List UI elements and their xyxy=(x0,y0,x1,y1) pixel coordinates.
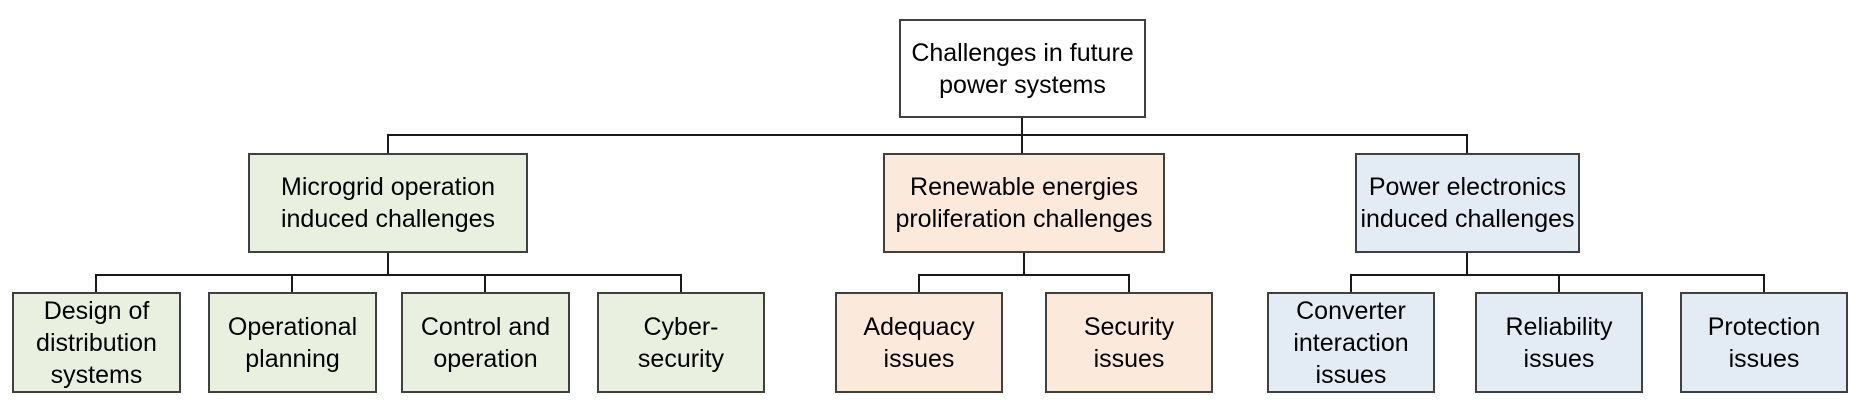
connector-drop-security xyxy=(1128,274,1130,293)
connector-drop-control xyxy=(484,274,486,293)
connector-renewable-down xyxy=(1023,252,1025,276)
node-protection-issues: Protection issues xyxy=(1680,292,1848,393)
connector-drop-operational xyxy=(291,274,293,293)
node-cyber-security: Cyber- security xyxy=(597,292,765,393)
connector-rail-level1 xyxy=(387,134,1468,136)
node-control-operation: Control and operation xyxy=(401,292,570,393)
connector-drop-adequacy xyxy=(918,274,920,293)
node-microgrid-operation: Microgrid operation induced challenges xyxy=(248,153,528,253)
node-renewable-energies: Renewable energies proliferation challen… xyxy=(883,153,1165,253)
connector-drop-cybersecurity xyxy=(680,274,682,293)
connector-drop-power-electronics xyxy=(1466,134,1468,154)
connector-rail-renewable xyxy=(918,274,1130,276)
node-converter-interaction: Converter interaction issues xyxy=(1267,292,1435,393)
connector-drop-microgrid xyxy=(387,134,389,154)
node-operational-planning: Operational planning xyxy=(208,292,377,393)
connector-power-down xyxy=(1466,252,1468,276)
node-reliability-issues: Reliability issues xyxy=(1475,292,1643,393)
node-power-electronics: Power electronics induced challenges xyxy=(1355,153,1580,253)
connector-drop-protection xyxy=(1763,274,1765,293)
connector-drop-design xyxy=(95,274,97,293)
node-adequacy-issues: Adequacy issues xyxy=(835,292,1003,393)
connector-drop-converter xyxy=(1350,274,1352,293)
connector-drop-reliability xyxy=(1558,274,1560,293)
node-design-distribution: Design of distribution systems xyxy=(12,292,181,393)
connector-root-to-renewable xyxy=(1021,117,1023,154)
node-root-challenges: Challenges in future power systems xyxy=(899,19,1146,118)
connector-rail-microgrid xyxy=(95,274,682,276)
connector-microgrid-down xyxy=(387,252,389,276)
node-security-issues: Security issues xyxy=(1045,292,1213,393)
connector-rail-power xyxy=(1350,274,1765,276)
